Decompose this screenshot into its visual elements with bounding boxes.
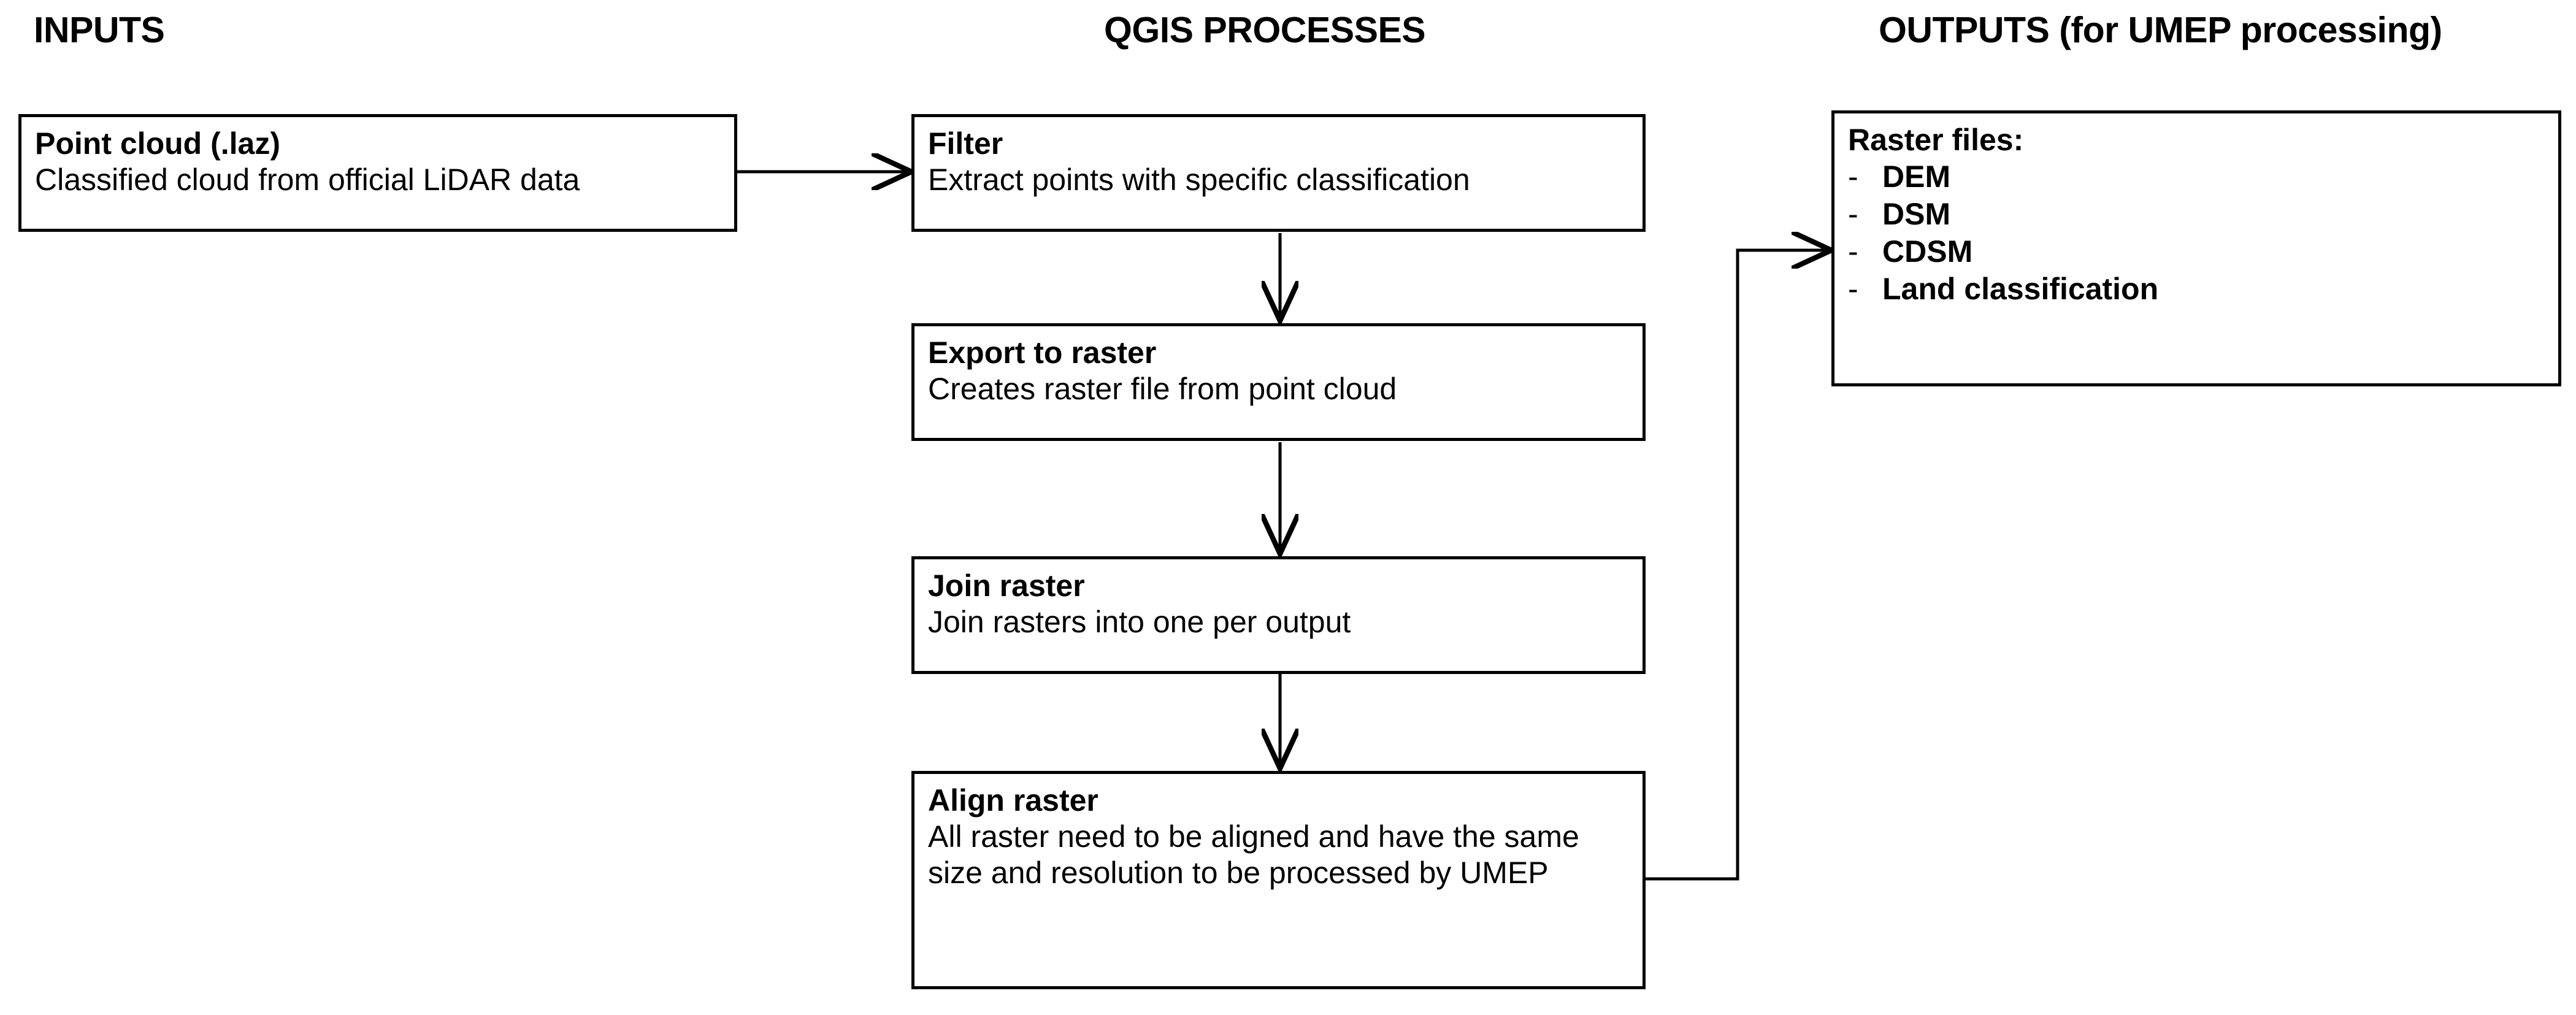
column-header-inputs: INPUTS [34,10,165,50]
node-align-raster-description: All raster need to be aligned and have t… [928,819,1579,890]
edge-align-to-outputs [1646,250,1831,881]
node-point-cloud-description: Classified cloud from official LiDAR dat… [35,163,580,197]
node-filter[interactable]: Filter Extract points with specific clas… [911,114,1646,232]
list-item: - DSM [1848,196,2545,233]
list-item: - Land classification [1848,270,2545,308]
list-item-label: CDSM [1882,234,1973,269]
bullet-dash-icon: - [1848,197,1858,231]
node-export-to-raster-description: Creates raster file from point cloud [928,372,1397,406]
outputs-list: - DEM - DSM - CDSM - Land classification [1848,158,2545,308]
node-align-raster-title: Align raster [928,783,1098,818]
node-join-raster-description: Join rasters into one per output [928,605,1351,639]
bullet-dash-icon: - [1848,272,1858,306]
list-item-label: DSM [1882,197,1951,231]
bullet-dash-icon: - [1848,159,1858,194]
node-align-raster[interactable]: Align raster All raster need to be align… [911,771,1646,989]
node-export-to-raster[interactable]: Export to raster Creates raster file fro… [911,323,1646,441]
list-item: - DEM [1848,158,2545,196]
node-outputs-raster-files[interactable]: Raster files: - DEM - DSM - CDSM - Land … [1831,110,2561,386]
node-join-raster[interactable]: Join raster Join rasters into one per ou… [911,556,1646,674]
node-filter-description: Extract points with specific classificat… [928,163,1470,197]
node-point-cloud[interactable]: Point cloud (.laz) Classified cloud from… [18,114,737,232]
node-outputs-title: Raster files: [1848,123,2024,157]
node-export-to-raster-title: Export to raster [928,335,1157,370]
column-header-outputs: OUTPUTS (for UMEP processing) [1879,10,2442,50]
bullet-dash-icon: - [1848,234,1858,269]
node-filter-title: Filter [928,126,1003,161]
list-item-label: Land classification [1882,272,2159,306]
node-join-raster-title: Join raster [928,569,1085,603]
column-header-qgis-processes: QGIS PROCESSES [1104,10,1426,50]
node-point-cloud-title: Point cloud (.laz) [35,126,280,161]
list-item: - CDSM [1848,233,2545,270]
list-item-label: DEM [1882,159,1951,194]
